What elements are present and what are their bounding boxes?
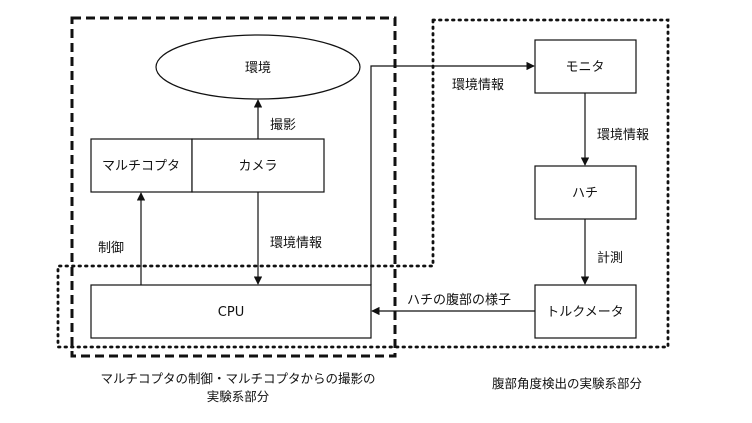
control-label: 制御 bbox=[98, 241, 124, 256]
camera-node: カメラ bbox=[191, 138, 325, 193]
multicopter-node: マルチコプタ bbox=[90, 138, 193, 193]
cpu-node: CPU bbox=[90, 284, 372, 339]
cpu-to-monitor-arrow bbox=[370, 61, 535, 285]
bee-label: ハチ bbox=[572, 186, 598, 201]
environment-node: 環境 bbox=[155, 34, 361, 100]
capture-label: 撮影 bbox=[270, 117, 296, 133]
left-region-caption-line1: マルチコプタの制御・マルチコプタからの撮影の bbox=[100, 371, 375, 386]
cpu-monitor-info-label: 環境情報 bbox=[452, 78, 504, 93]
right-region-caption: 腹部角度検出の実験系部分 bbox=[492, 376, 642, 391]
measure-label: 計測 bbox=[597, 250, 623, 266]
environment-label: 環境 bbox=[245, 61, 271, 76]
camera-label: カメラ bbox=[238, 159, 277, 174]
monitor-node: モニタ bbox=[534, 39, 637, 94]
bee-node: ハチ bbox=[534, 165, 637, 220]
multicopter-label: マルチコプタ bbox=[102, 159, 180, 174]
torque-meter-label: トルクメータ bbox=[546, 305, 623, 320]
abdomen-state-label: ハチの腹部の様子 bbox=[407, 292, 511, 308]
multicopter-region-boundary bbox=[70, 16, 397, 358]
monitor-label: モニタ bbox=[565, 60, 604, 75]
abdomen-region-boundary bbox=[56, 18, 670, 349]
camera-cpu-info-label: 環境情報 bbox=[270, 236, 322, 251]
left-region-caption-line2: 実験系部分 bbox=[207, 389, 270, 404]
torque-meter-node: トルクメータ bbox=[534, 284, 637, 339]
monitor-bee-info-label: 環境情報 bbox=[597, 128, 649, 143]
cpu-label: CPU bbox=[218, 305, 244, 320]
